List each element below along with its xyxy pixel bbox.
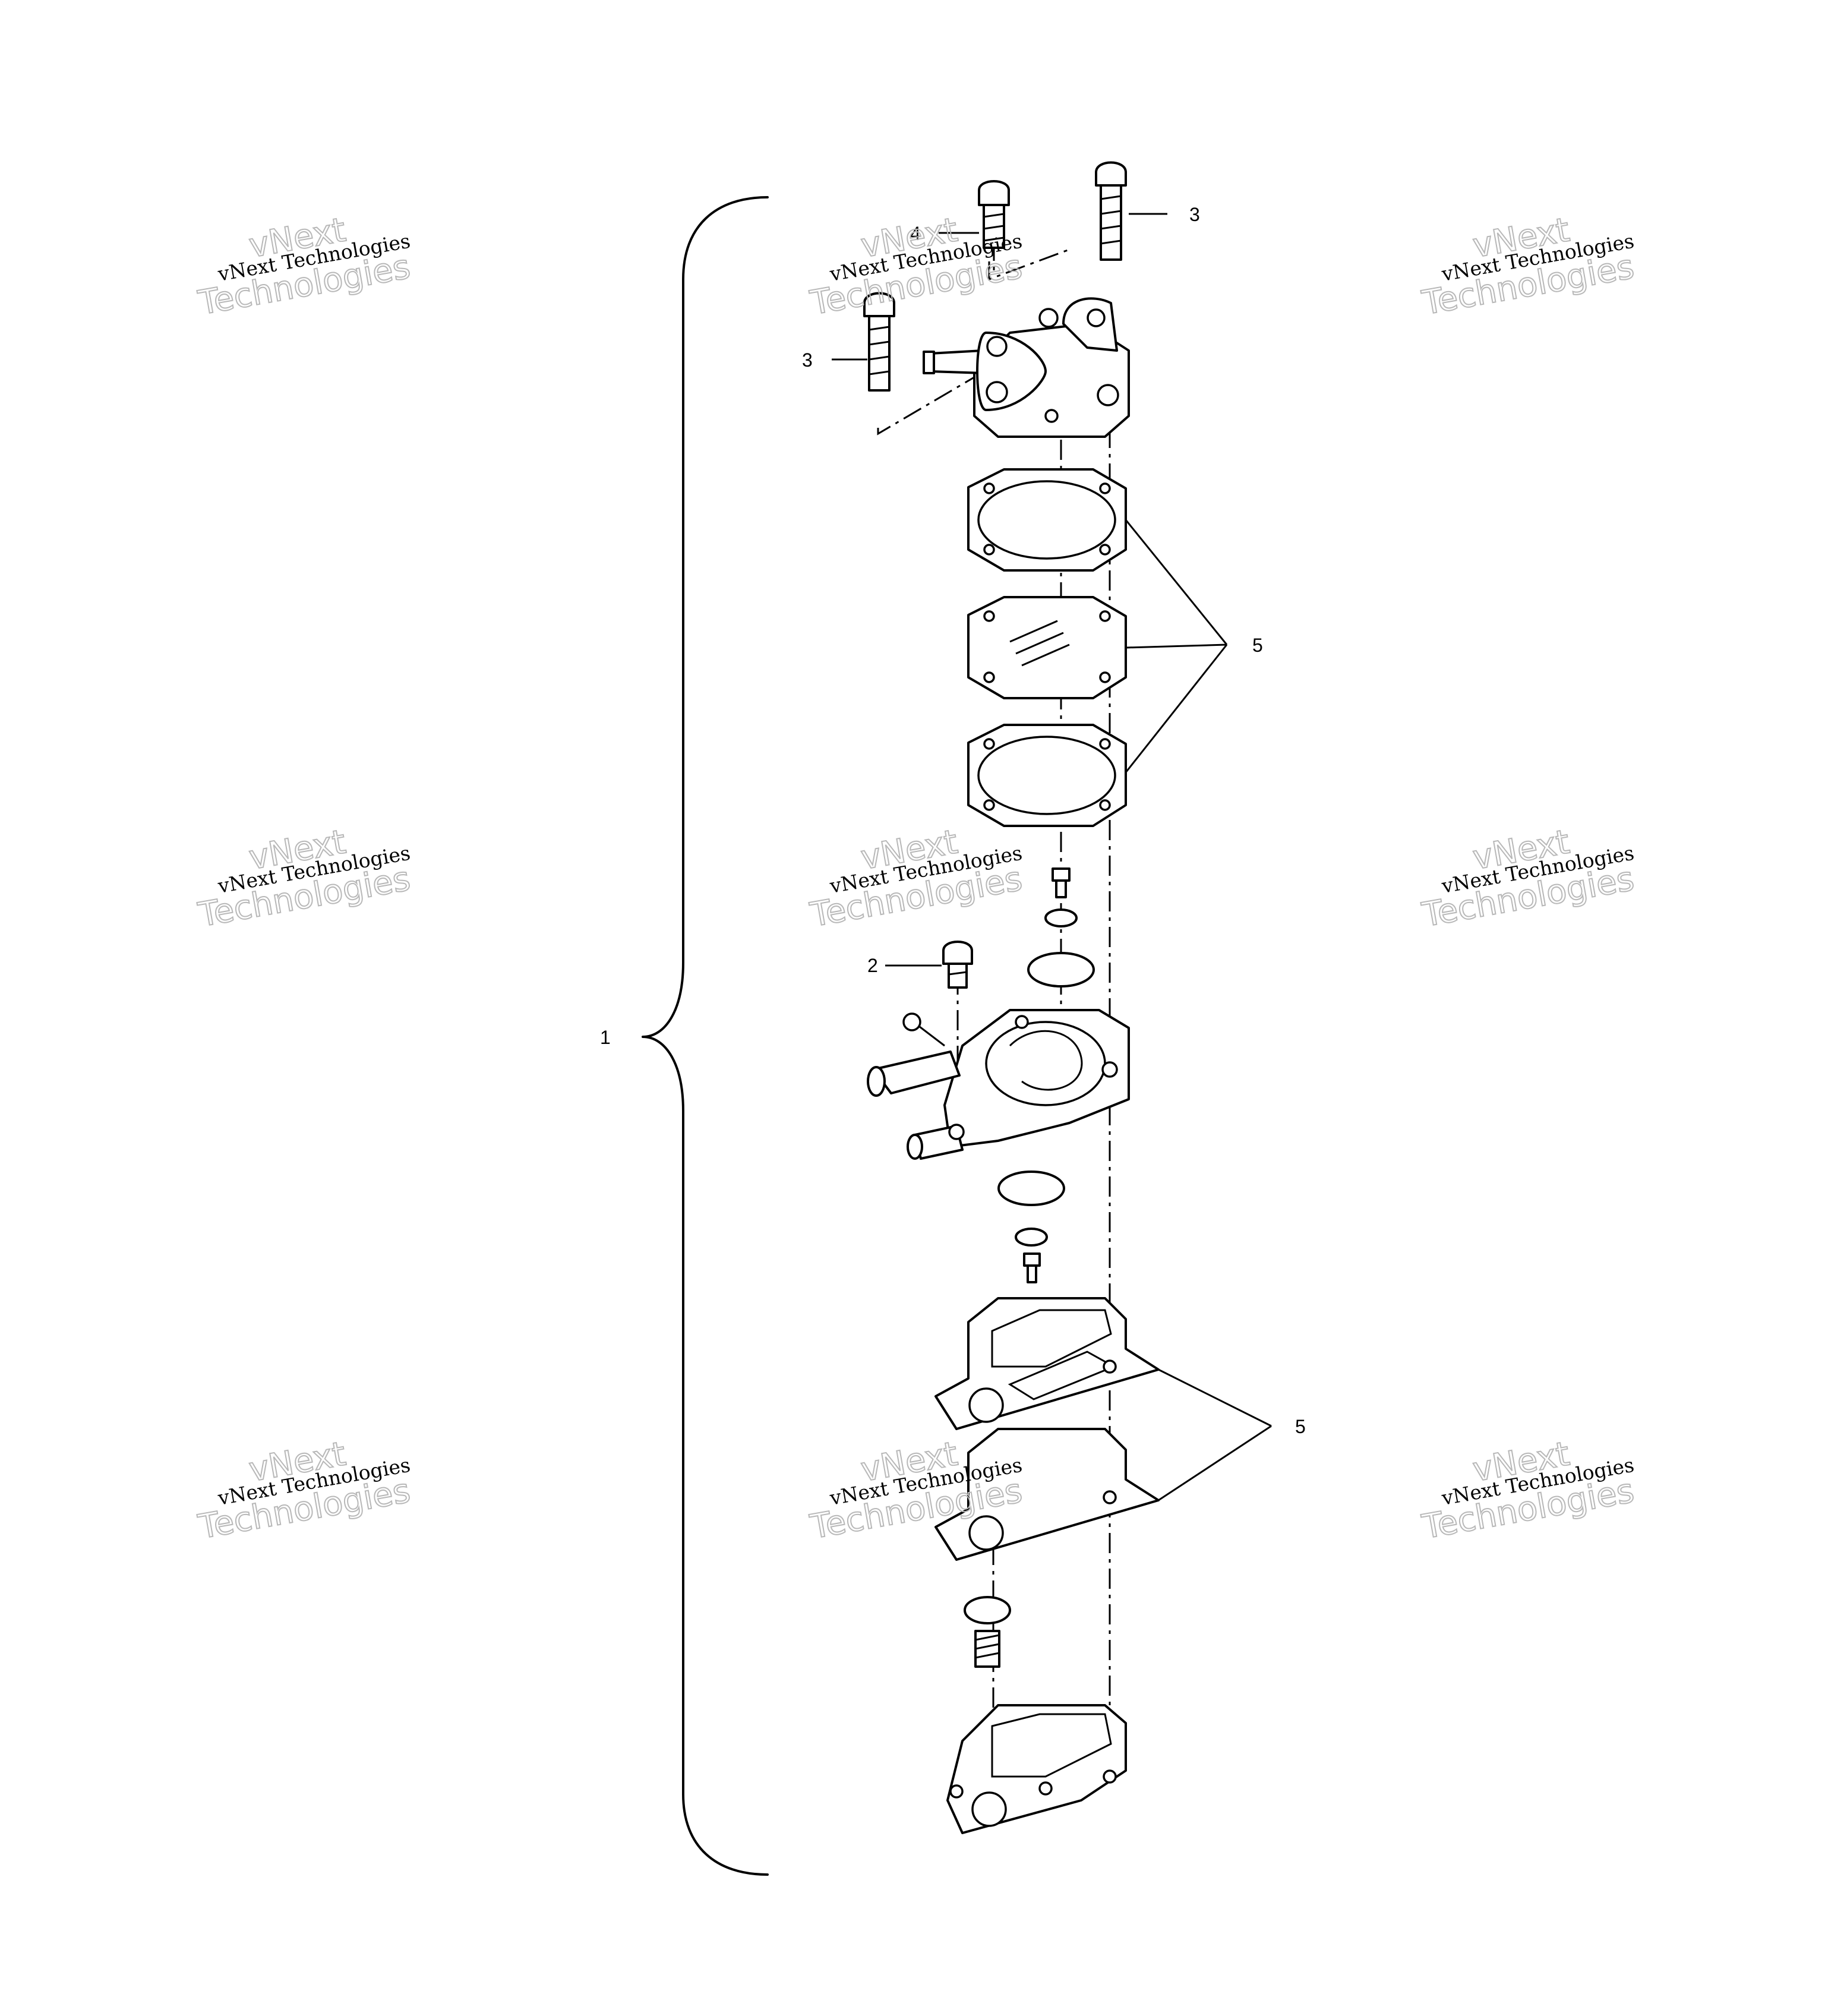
callout-3-right: 3 <box>1189 204 1200 225</box>
gasket-lower <box>934 1297 1160 1430</box>
screw-3-right <box>1095 161 1127 261</box>
screw-3-left <box>863 292 895 392</box>
diaphragm-upper <box>967 596 1127 699</box>
pump-top-cover <box>923 297 1130 438</box>
pump-body <box>867 1009 1130 1160</box>
leader-lines <box>832 213 1272 1501</box>
callout-5-lower: 5 <box>1295 1416 1306 1437</box>
valve-cap <box>964 1596 1011 1624</box>
valve-screw-small-top <box>1052 867 1071 898</box>
assembly-brace <box>642 196 769 1876</box>
watermark-7: vNext vNext Technologies Technologies <box>195 1434 414 1547</box>
assembly-guide-lines <box>877 205 1111 1803</box>
valve-washer-top <box>1044 908 1078 927</box>
watermark-3: vNext vNext Technologies Technologies <box>1419 210 1638 323</box>
callout-4: 4 <box>910 223 921 244</box>
screw-2 <box>942 941 973 989</box>
watermark-5: vNext vNext Technologies Technologies <box>807 822 1026 935</box>
watermark-4: vNext vNext Technologies Technologies <box>195 822 414 935</box>
callout-3-left: 3 <box>802 349 813 371</box>
watermark-6: vNext vNext Technologies Technologies <box>1419 822 1638 935</box>
callout-2: 2 <box>867 955 878 976</box>
watermark-9: vNext vNext Technologies Technologies <box>1419 1434 1638 1547</box>
watermark-1: vNext vNext Technologies Technologies <box>195 210 414 323</box>
gasket-upper-2 <box>967 724 1127 827</box>
valve-washer-bottom <box>1015 1228 1048 1247</box>
diaphragm-lower <box>934 1428 1160 1561</box>
spring <box>974 1630 1000 1668</box>
valve-disc-bottom <box>997 1171 1065 1206</box>
valve-disc-top <box>1027 952 1095 988</box>
screw-4 <box>978 180 1010 249</box>
callout-5-upper: 5 <box>1252 635 1263 656</box>
callout-1: 1 <box>600 1027 611 1048</box>
valve-screw-small-bottom <box>1023 1252 1041 1283</box>
gasket-upper-1 <box>967 468 1127 572</box>
pump-base-plate <box>946 1704 1127 1834</box>
